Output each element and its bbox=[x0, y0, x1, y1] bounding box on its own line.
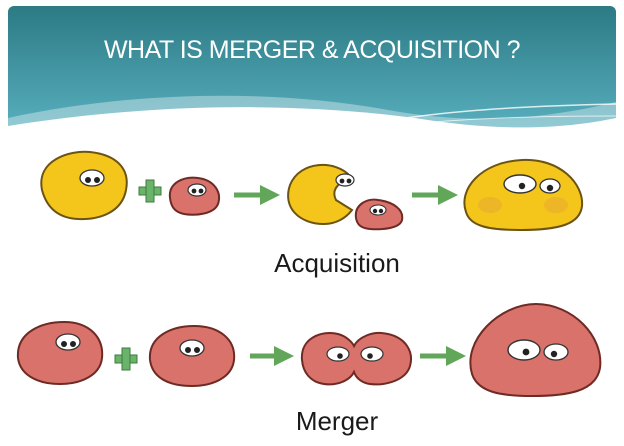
target-blob bbox=[168, 176, 220, 216]
slide-title: WHAT IS MERGER & ACQUISITION ? bbox=[103, 36, 521, 64]
acquirer-eating-blob bbox=[287, 164, 355, 226]
merger-label: Merger bbox=[295, 406, 379, 436]
merger-result-blob bbox=[469, 302, 602, 398]
acquisition-result-blob bbox=[463, 158, 584, 232]
target-being-eaten-blob bbox=[354, 198, 404, 231]
acquisition-label: Acquisition bbox=[274, 248, 400, 278]
header-banner bbox=[8, 6, 616, 146]
merging-blobs bbox=[300, 332, 412, 386]
plus-icon bbox=[138, 179, 162, 203]
company-b-blob bbox=[148, 324, 236, 388]
acquirer-blob bbox=[40, 150, 128, 221]
plus-icon bbox=[114, 347, 138, 371]
company-a-blob bbox=[16, 320, 104, 386]
